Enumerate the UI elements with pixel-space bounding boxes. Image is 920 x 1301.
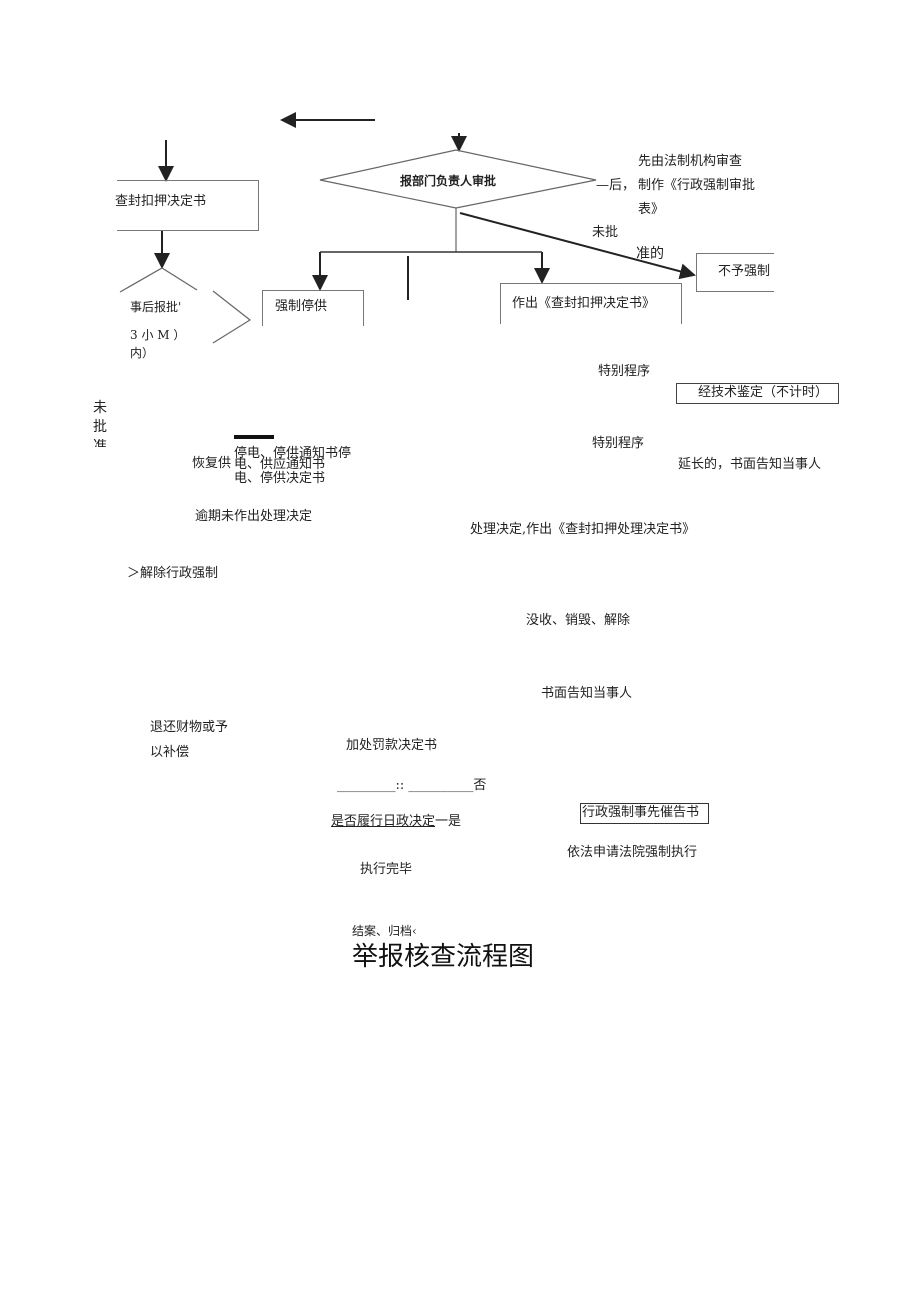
- not-approved-label1: 未批: [592, 225, 619, 240]
- within-hours-label: 3 小 M ）: [130, 328, 186, 342]
- restore-supply: 恢复供: [192, 456, 232, 471]
- after-connector: —后，: [596, 178, 636, 193]
- tech-appraisal-box: [676, 383, 839, 404]
- seal-decision-box: [117, 180, 259, 231]
- page-title: 举报核查流程图: [352, 942, 535, 972]
- perform-question-text: 是否履行日政决定: [331, 814, 436, 829]
- cutoff-notice: 停电、停供通知书停: [234, 446, 352, 461]
- not-approved-vertical-1: 未: [93, 400, 107, 416]
- forced-cutoff-box: [262, 290, 364, 326]
- no-branch-line: _________:: __________否: [337, 778, 487, 793]
- legal-review-line3: 表》: [638, 202, 665, 217]
- tech-appraisal-label: 经技术鉴定（不计时）: [698, 385, 829, 400]
- post-approval-label: 事后报批': [130, 300, 182, 314]
- partial-diamond: [119, 267, 198, 293]
- prior-notice-label: 行政强制事先催告书: [582, 805, 700, 820]
- fine-decision-label: 加处罚款决定书: [346, 738, 438, 753]
- perform-question: 是否履行日政决定一是: [331, 815, 461, 828]
- forced-cutoff-label: 强制停供: [275, 299, 328, 314]
- thick-bar: [234, 435, 274, 439]
- close-archive-label: 结案、归档‹: [352, 924, 417, 938]
- special-procedure-1: 特别程序: [598, 364, 651, 379]
- not-approved-vertical-2: 批: [93, 419, 107, 435]
- extension-notice: 延长的，书面告知当事人: [678, 457, 822, 472]
- approval-diamond: [319, 149, 597, 209]
- make-seal-decision-label: 作出《查封扣押决定书》: [512, 296, 656, 311]
- perform-yes: 一是: [435, 814, 462, 829]
- supply-notice: 电、供应通知书: [234, 457, 326, 472]
- legal-review-line2: 制作《行政强制审批: [638, 178, 756, 193]
- no-enforcement-box: [696, 253, 774, 292]
- court-enforcement-label: 依法申请法院强制执行: [567, 845, 698, 860]
- not-approved-vertical-3: 准: [93, 439, 107, 447]
- legal-review-line1: 先由法制机构审查: [638, 154, 743, 169]
- no-enforcement-label: 不予强制: [718, 264, 771, 279]
- partial-diamond-right: [212, 290, 252, 344]
- prior-notice-box: [580, 803, 709, 824]
- arrow-not-approved: [459, 212, 696, 280]
- confiscate-label: 没收、销毁、解除: [526, 613, 631, 628]
- written-notice-label: 书面告知当事人: [541, 686, 633, 701]
- return-property-line1: 退还财物或予: [150, 720, 229, 735]
- overdue-label: 逾期未作出处理决定: [195, 509, 313, 524]
- make-seal-decision-box: [500, 283, 682, 324]
- special-procedure-2: 特别程序: [592, 436, 645, 451]
- within-suffix-label: 内）: [130, 346, 155, 360]
- return-property-line2: 以补偿: [150, 745, 190, 760]
- seal-decision-label: 查封扣押决定书: [115, 194, 207, 209]
- handling-decision-label: 处理决定,作出《查封扣押处理决定书》: [470, 522, 696, 537]
- execution-done-label: 执行完毕: [360, 862, 413, 877]
- cutoff-decision: 电、停供决定书: [234, 471, 326, 486]
- release-label: ＞解除行政强制: [127, 566, 219, 581]
- not-approved-label2: 准的: [636, 246, 664, 262]
- dept-approval-label: 报部门负责人审批: [400, 174, 497, 188]
